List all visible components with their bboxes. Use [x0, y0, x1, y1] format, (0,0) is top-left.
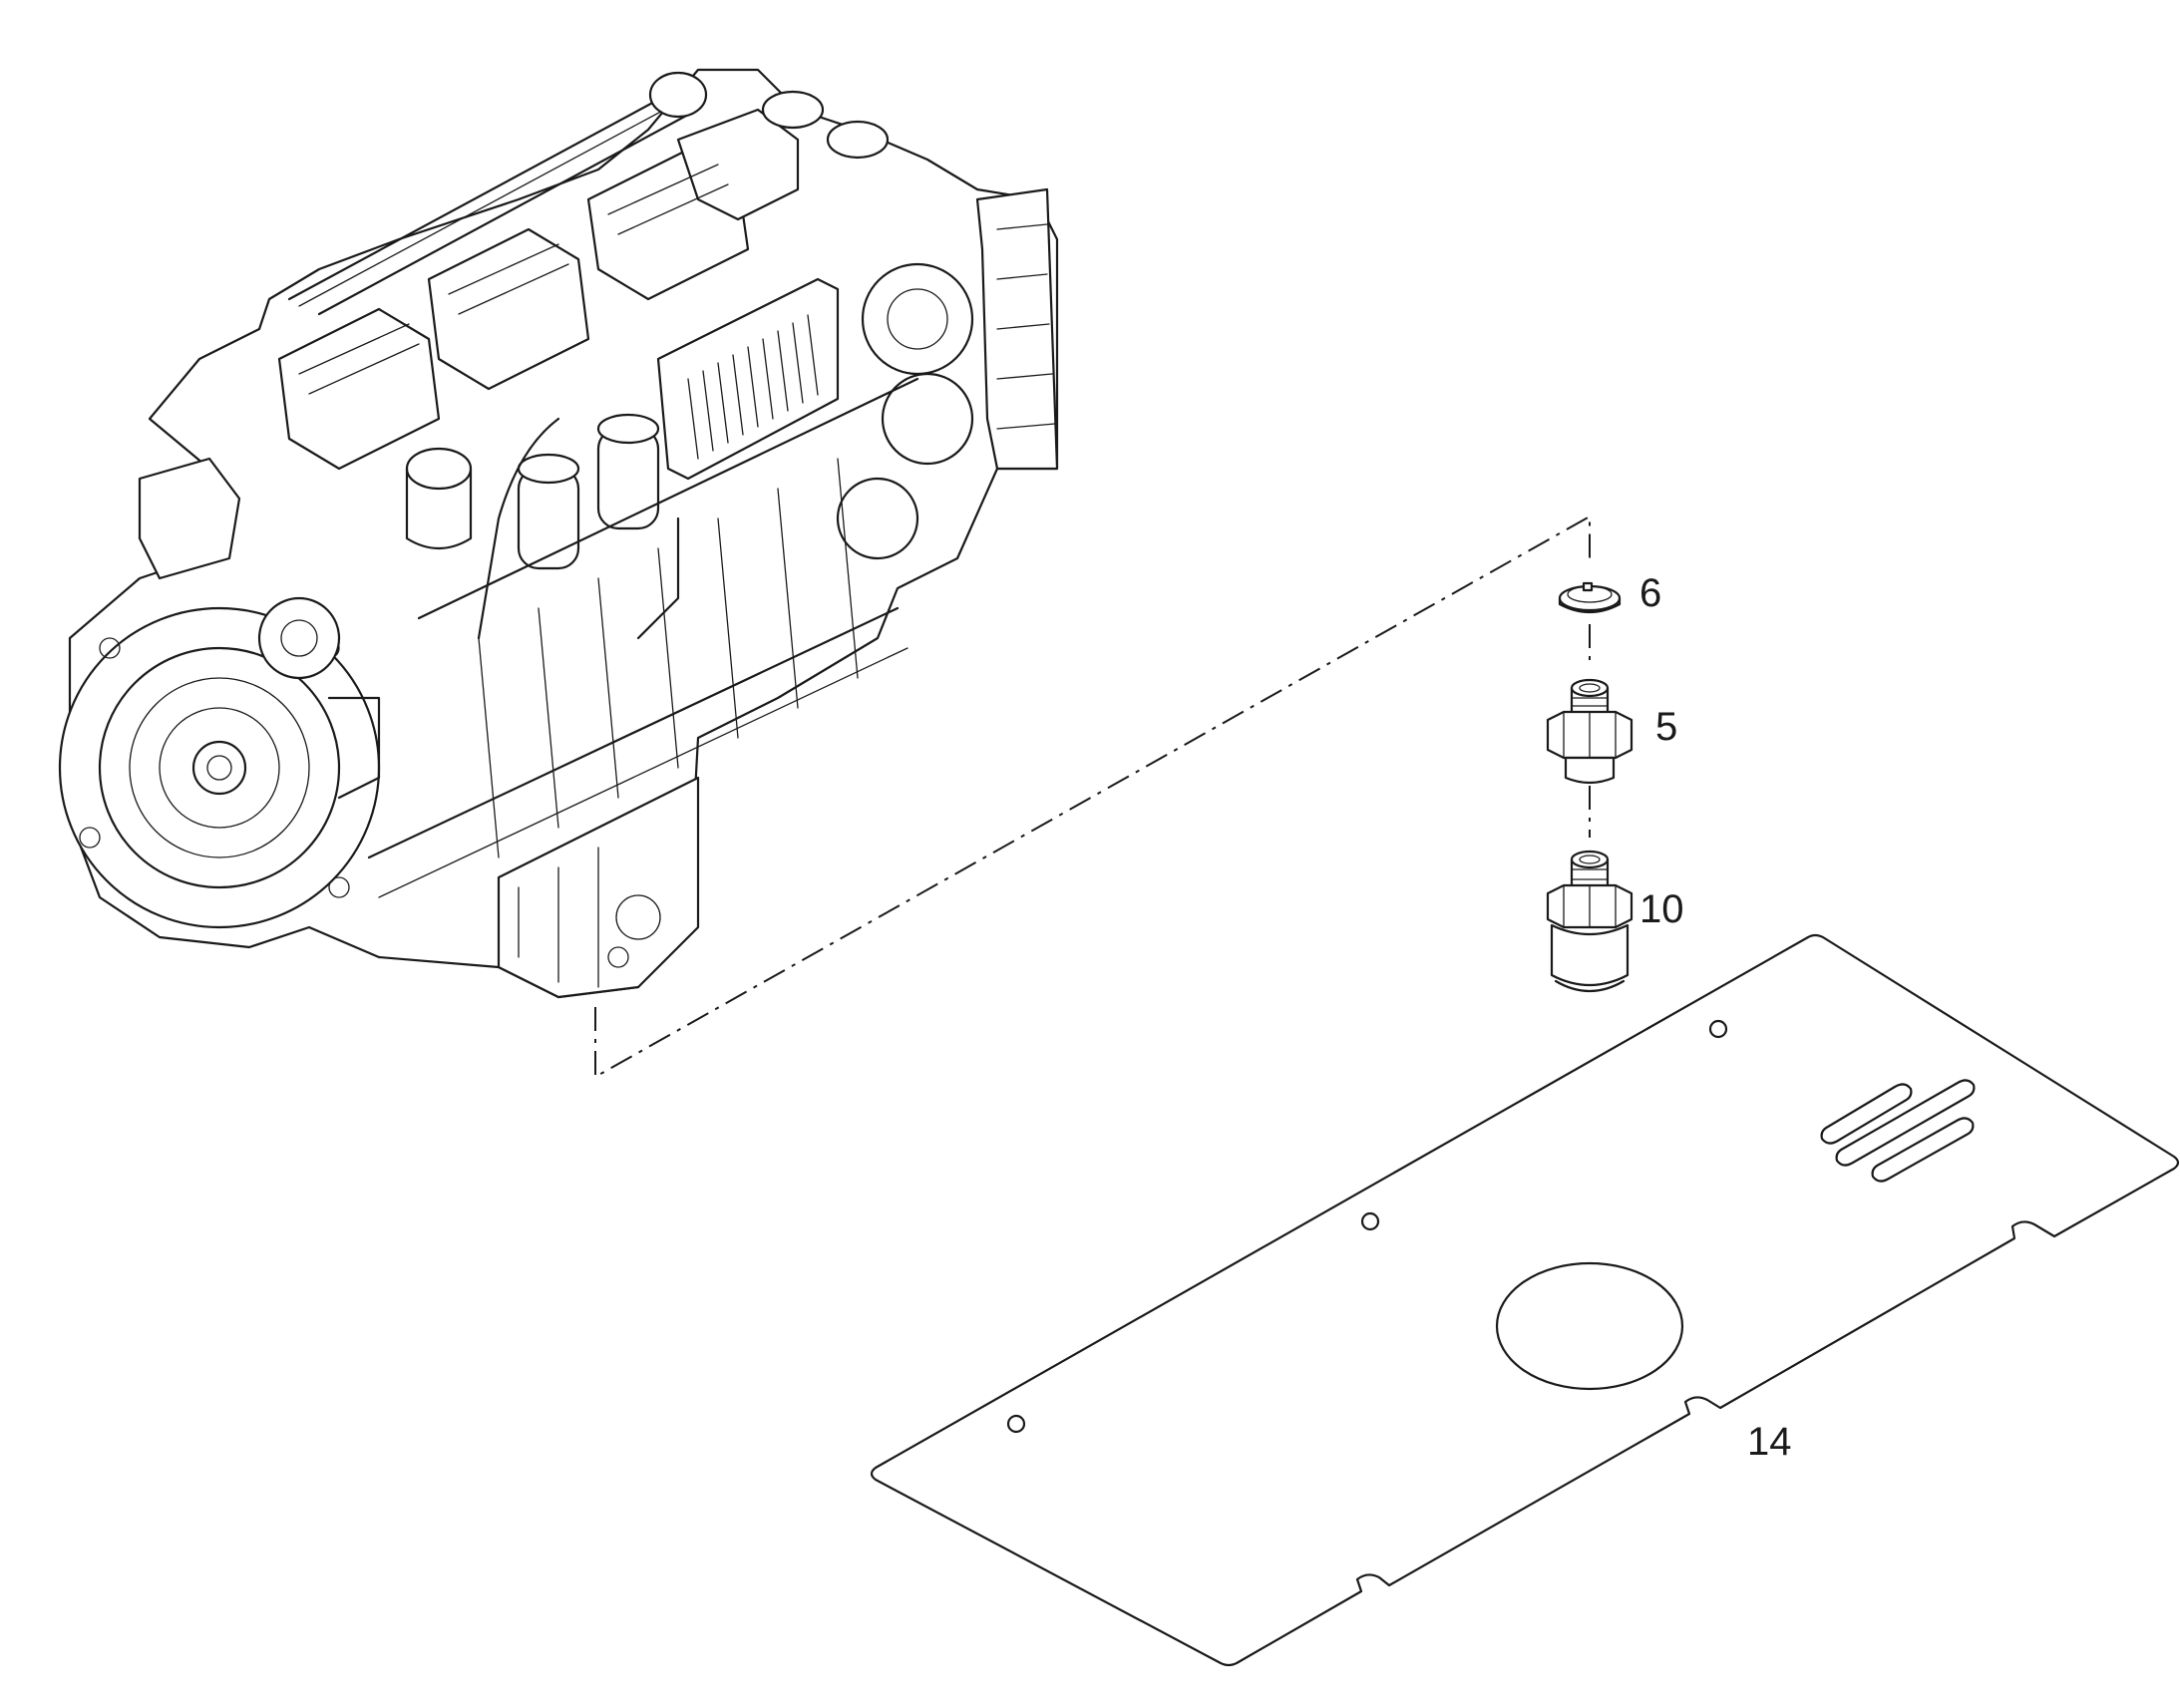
- callout-6: 6: [1639, 571, 1661, 615]
- callout-14: 14: [1747, 1420, 1792, 1464]
- callout-10: 10: [1639, 887, 1684, 931]
- assembly-leader-lines: [594, 514, 1591, 1079]
- gasket-plate-part-14[interactable]: [870, 933, 2180, 1667]
- engine-assembly[interactable]: [58, 68, 1059, 999]
- fitting-part-10[interactable]: [1546, 850, 1634, 992]
- callout-5: 5: [1655, 705, 1677, 749]
- snap-ring-part-6[interactable]: [1558, 581, 1622, 614]
- hex-adapter-part-5[interactable]: [1546, 678, 1634, 785]
